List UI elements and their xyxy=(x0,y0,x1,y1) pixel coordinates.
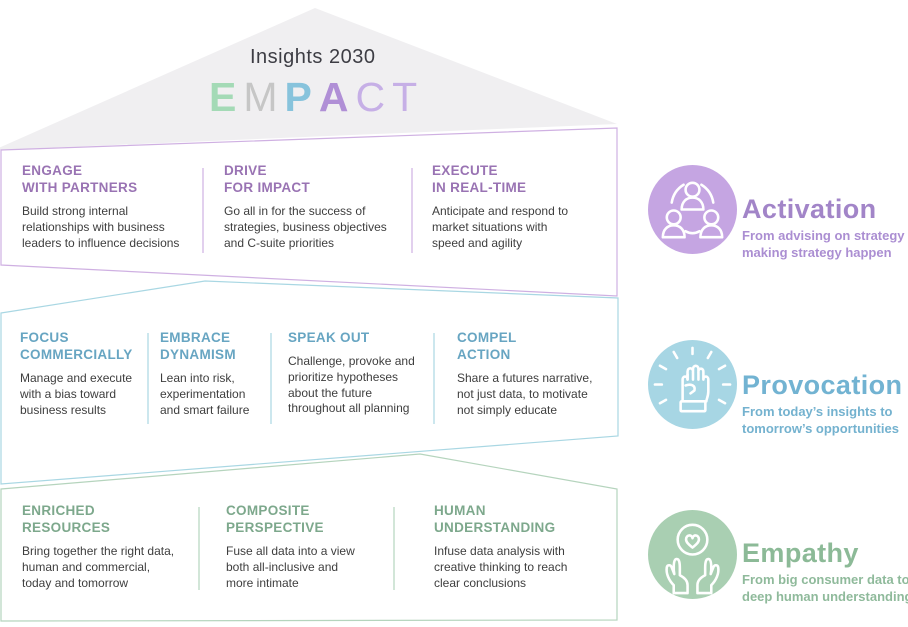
activation-badge xyxy=(648,165,737,254)
column-heading: EXECUTE IN REAL-TIME xyxy=(432,163,527,195)
column-heading: HUMAN UNDERSTANDING xyxy=(434,503,556,535)
hands-heart-icon xyxy=(665,523,720,595)
column-body: Build strong internal relationships with… xyxy=(22,204,180,250)
acronym-letter: E xyxy=(209,74,244,120)
acronym-letter: T xyxy=(392,74,425,120)
band-column: ENGAGE WITH PARTNERS Build strong intern… xyxy=(22,162,200,251)
acronym-letter: A xyxy=(318,74,356,120)
legend-title-provocation: Provocation xyxy=(742,370,903,400)
people-network-icon xyxy=(661,181,724,239)
column-heading: EMBRACE DYNAMISM xyxy=(160,330,236,362)
column-body: Share a futures narrative, not just data… xyxy=(457,371,593,417)
band-column: DRIVE FOR IMPACT Go all in for the succe… xyxy=(224,162,409,251)
empathy-band-outline xyxy=(0,453,618,622)
column-body: Anticipate and respond to market situati… xyxy=(432,204,569,250)
column-body: Fuse all data into a view both all-inclu… xyxy=(226,544,355,590)
activation-band-outline xyxy=(0,127,618,297)
band-column: EXECUTE IN REAL-TIME Anticipate and resp… xyxy=(432,162,602,251)
band-column: SPEAK OUT Challenge, provoke and priorit… xyxy=(288,329,431,417)
column-heading: ENRICHED RESOURCES xyxy=(22,503,111,535)
band-column: ENRICHED RESOURCES Bring together the ri… xyxy=(22,502,198,591)
empathy-badge xyxy=(648,510,737,599)
column-heading: COMPOSITE PERSPECTIVE xyxy=(226,503,324,535)
legend-title-empathy: Empathy xyxy=(742,538,859,568)
column-body: Bring together the right data, human and… xyxy=(22,544,175,590)
raised-fist-icon xyxy=(653,346,732,413)
band-column: HUMAN UNDERSTANDING Infuse data analysis… xyxy=(434,502,599,591)
column-heading: COMPEL ACTION xyxy=(457,330,517,362)
band-column: FOCUS COMMERCIALLY Manage and execute wi… xyxy=(20,329,145,418)
legend-title-activation: Activation xyxy=(742,194,877,224)
column-body: Go all in for the success of strategies,… xyxy=(224,204,387,250)
column-body: Manage and execute with a bias toward bu… xyxy=(20,371,133,417)
acronym-letter: C xyxy=(355,74,393,120)
legend-caption-provocation: From today’s insights to tomorrow’s oppo… xyxy=(742,404,899,436)
band-column: COMPEL ACTION Share a futures narrative,… xyxy=(457,329,617,418)
program-title: Insights 2030 xyxy=(250,46,376,68)
provocation-badge xyxy=(648,340,737,429)
column-body: Infuse data analysis with creative think… xyxy=(434,544,568,590)
column-heading: FOCUS COMMERCIALLY xyxy=(20,330,133,362)
acronym-letter: P xyxy=(284,74,319,120)
legend-caption-empathy: From big consumer data to deep human und… xyxy=(742,572,908,604)
column-heading: DRIVE FOR IMPACT xyxy=(224,163,310,195)
band-column: COMPOSITE PERSPECTIVE Fuse all data into… xyxy=(226,502,381,591)
program-acronym: EMPACT xyxy=(209,74,424,121)
acronym-letter: M xyxy=(243,74,285,120)
legend-caption-activation: From advising on strategy to making stra… xyxy=(742,228,905,260)
column-heading: SPEAK OUT xyxy=(288,330,370,345)
roof-triangle xyxy=(0,8,617,150)
column-heading: ENGAGE WITH PARTNERS xyxy=(22,163,138,195)
column-body: Lean into risk, experimentation and smar… xyxy=(160,371,250,417)
provocation-band-outline xyxy=(0,280,619,485)
band-column: EMBRACE DYNAMISM Lean into risk, experim… xyxy=(160,329,268,418)
column-body: Challenge, provoke and prioritize hypoth… xyxy=(288,354,415,416)
